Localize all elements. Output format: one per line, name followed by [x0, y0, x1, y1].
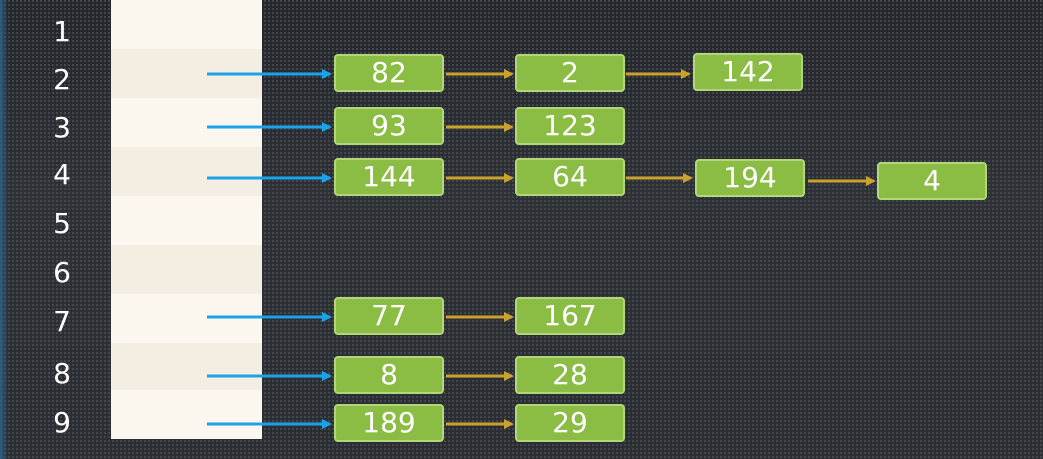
row-label-9: 9: [53, 406, 71, 439]
row-label-8: 8: [53, 357, 71, 390]
row-label-3: 3: [53, 111, 71, 144]
list-node: 77: [334, 297, 444, 335]
bucket-slot-8: [111, 343, 262, 392]
row-label-5: 5: [53, 207, 71, 240]
list-node: 142: [693, 53, 803, 91]
list-node: 4: [877, 162, 987, 200]
row-label-1: 1: [53, 15, 71, 48]
list-node: 93: [334, 107, 444, 145]
list-node: 29: [515, 404, 625, 442]
list-node: 194: [695, 159, 805, 197]
list-node: 28: [515, 356, 625, 394]
list-node: 144: [334, 158, 444, 196]
bucket-slot-3: [111, 98, 262, 147]
row-label-4: 4: [53, 158, 71, 191]
list-node: 189: [334, 404, 444, 442]
bucket-slot-4: [111, 147, 262, 196]
bucket-slot-6: [111, 245, 262, 294]
list-node: 64: [515, 158, 625, 196]
row-label-7: 7: [53, 305, 71, 338]
hash-bucket-array: [111, 0, 262, 439]
bucket-slot-5: [111, 196, 262, 245]
list-node: 167: [515, 297, 625, 335]
left-edge-accent: [0, 0, 8, 459]
bucket-slot-9: [111, 390, 262, 439]
bucket-slot-1: [111, 0, 262, 49]
row-label-6: 6: [53, 256, 71, 289]
list-node: 123: [515, 107, 625, 145]
row-label-2: 2: [53, 63, 71, 96]
list-node: 82: [334, 54, 444, 92]
list-node: 8: [334, 356, 444, 394]
list-node: 2: [515, 54, 625, 92]
